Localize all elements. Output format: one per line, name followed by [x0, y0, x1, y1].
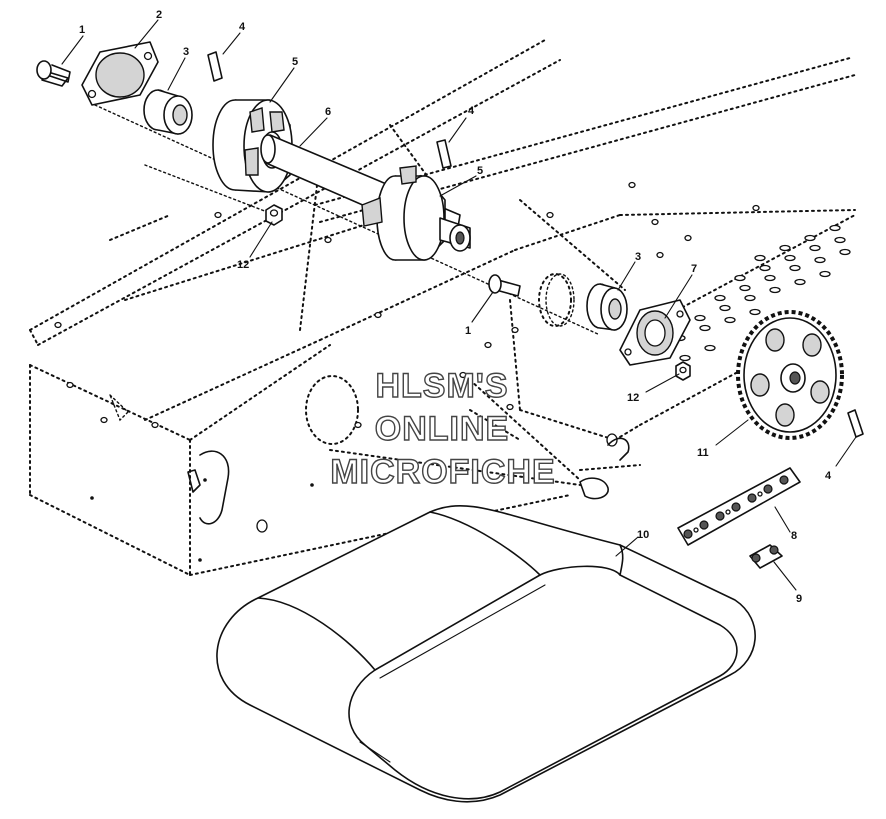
part-2-flange-bearing — [81, 41, 159, 106]
callout-4-right: 4 — [825, 470, 832, 482]
part-7-flange-bearing-right — [619, 299, 691, 366]
watermark: HLSM'S ONLINE MICROFICHE — [330, 366, 556, 491]
part-9-connecting-link — [749, 544, 783, 569]
part-10-track-belt — [216, 504, 756, 803]
bolt-alignment-line — [144, 164, 276, 216]
axle-centerline — [94, 104, 601, 336]
callout-9: 9 — [796, 593, 802, 605]
part-8-chain — [677, 467, 801, 546]
part-4-roll-pin-right — [847, 409, 864, 438]
callout-3-top: 3 — [183, 46, 189, 58]
watermark-line-2: ONLINE — [375, 410, 509, 448]
callout-4-top: 4 — [239, 21, 246, 33]
callout-4-mid: 4 — [468, 105, 475, 117]
part-4-roll-pin-top — [207, 51, 223, 82]
part-3-bushing-top — [143, 89, 193, 135]
part-12-nut-left — [265, 204, 283, 226]
callout-8: 8 — [791, 530, 797, 542]
part-1-bolt-mid — [488, 274, 521, 297]
part-3-bushing-right — [545, 273, 628, 331]
callout-3-right: 3 — [635, 251, 641, 263]
callout-11: 11 — [697, 447, 709, 459]
callout-1-mid: 1 — [465, 325, 471, 337]
callout-2: 2 — [156, 9, 162, 21]
axle-end-right — [439, 217, 471, 252]
callout-7: 7 — [691, 263, 697, 275]
watermark-line-3: MICROFICHE — [330, 453, 555, 491]
track-lug-holes — [674, 224, 851, 362]
callout-6: 6 — [325, 106, 331, 118]
part-12-nut-right — [675, 361, 691, 381]
part-1-bolt-top — [36, 60, 71, 87]
callout-12-left: 12 — [237, 259, 249, 271]
callout-10: 10 — [637, 529, 649, 541]
part-11-sprocket — [736, 310, 844, 440]
callout-12-right: 12 — [627, 392, 639, 404]
leader-lines — [61, 19, 857, 591]
callout-1-top: 1 — [79, 24, 85, 36]
callout-5-top: 5 — [292, 56, 298, 68]
callout-5-mid: 5 — [477, 165, 483, 177]
part-4-roll-pin-mid — [436, 139, 452, 169]
watermark-line-1: HLSM'S — [375, 367, 508, 405]
